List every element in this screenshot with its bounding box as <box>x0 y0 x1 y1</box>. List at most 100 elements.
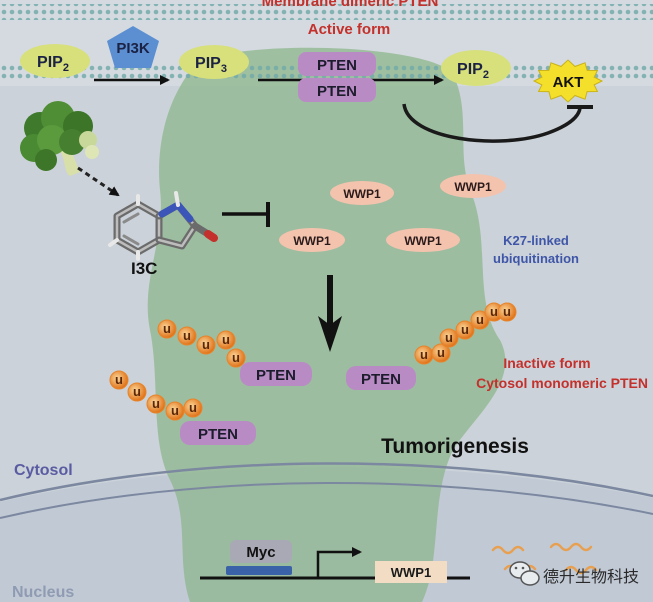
pip3-shape <box>179 45 249 79</box>
pip2-right-label: PIP2 <box>457 61 489 81</box>
active-form-label: Active form <box>308 21 391 38</box>
pten-monomer-label: PTEN <box>361 371 401 388</box>
nuclear-membrane-outer <box>0 462 653 502</box>
wwp1-protein-4: WWP1 <box>386 228 460 252</box>
ubiquitin-label: u <box>171 403 179 418</box>
ubiquitin-label: u <box>490 304 498 319</box>
transcription-start-arrow <box>316 547 362 578</box>
wwp1-label: WWP1 <box>454 180 492 194</box>
wwp1-shape <box>440 174 506 198</box>
pi3k-shape <box>107 26 159 68</box>
ubiquitin-label: u <box>115 372 123 387</box>
ubiquitination-down-arrow <box>318 275 342 352</box>
wwp1-gene: WWP1 <box>375 561 447 583</box>
ubiquitin-label: u <box>461 322 469 337</box>
ubiquitin-bead <box>196 335 216 355</box>
inactive-pten-1: PTEN <box>240 362 312 386</box>
wechat-icon <box>509 561 540 586</box>
ubiquitin-bead <box>455 320 475 340</box>
myc-factor: Myc <box>230 540 292 563</box>
pip2-substrate: PIP2 <box>20 44 90 78</box>
ubiquitin-label: u <box>420 347 428 362</box>
pip2-right-shape <box>441 50 511 86</box>
ubiquitin-label: u <box>503 304 511 319</box>
ubiquitin-bead <box>146 394 166 414</box>
pip3-label: PIP3 <box>195 55 227 75</box>
wwp1-protein-1: WWP1 <box>330 181 394 205</box>
ubiquitin-bead <box>216 330 236 350</box>
pten-dimer-bottom-label: PTEN <box>317 83 357 100</box>
cytosol-monomeric-pten-label: Cytosol monomeric PTEN <box>476 375 648 391</box>
ubiquitin-label: u <box>133 384 141 399</box>
membrane-dimeric-pten-label: Membrane dimeric PTEN <box>262 0 439 10</box>
pten-monomer-label: PTEN <box>256 367 296 384</box>
pip3-product: PIP3 <box>179 45 249 79</box>
wwp1-shape <box>330 181 394 205</box>
wwp1-label: WWP1 <box>293 234 331 248</box>
ubiquitin-bead <box>183 398 203 418</box>
pten-monomer-shape <box>180 421 256 445</box>
pip2-label: PIP2 <box>37 54 69 74</box>
ubiquitination-label: ubiquitination <box>493 251 579 266</box>
akt-kinase: AKT <box>532 59 604 103</box>
pten-monomer-shape <box>346 366 416 390</box>
inactive-pten-3: PTEN <box>180 421 256 445</box>
myc-shape <box>230 540 292 563</box>
pten-dimer: PTEN PTEN <box>298 52 376 102</box>
ubiquitin-bead <box>157 319 177 339</box>
pten-dimer-top-label: PTEN <box>317 57 357 74</box>
nucleus-label: Nucleus <box>12 584 74 601</box>
pten-dimer-bottom <box>298 78 376 102</box>
ubiquitin-label: u <box>202 337 210 352</box>
pip2-shape <box>20 44 90 78</box>
broccoli-icon <box>20 101 99 176</box>
pi3k-enzyme: PI3K <box>107 26 159 68</box>
wwp1-gene-label: WWP1 <box>391 565 431 580</box>
wwp1-shape <box>279 228 345 252</box>
ubiquitin-bead <box>127 382 147 402</box>
pi3k-label: PI3K <box>116 40 150 57</box>
pten-monomer-shape <box>240 362 312 386</box>
pten-monomer-label: PTEN <box>198 426 238 443</box>
pip2-product: PIP2 <box>441 50 511 86</box>
wwp1-protein-2: WWP1 <box>440 174 506 198</box>
wwp1-shape <box>386 228 460 252</box>
ubiquitin-label: u <box>445 330 453 345</box>
ubiquitin-label: u <box>152 396 160 411</box>
wwp1-gene-shape <box>375 561 447 583</box>
tumorigenesis-label: Tumorigenesis <box>381 435 529 458</box>
metabolism-dashed-arrow <box>77 166 120 197</box>
akt-burst-shape <box>532 59 604 103</box>
ubiquitin-bead <box>439 328 459 348</box>
myc-label: Myc <box>246 544 275 561</box>
membrane-outer-leaflet <box>0 4 653 20</box>
ubiquitin-bead <box>431 343 451 363</box>
inactive-pten-2: PTEN <box>346 366 416 390</box>
cytosol-label: Cytosol <box>14 462 73 479</box>
ubiquitin-label: u <box>189 400 197 415</box>
wwp1-label: WWP1 <box>404 234 442 248</box>
i3c-molecule-icon <box>108 191 218 261</box>
ubiquitin-label: u <box>183 328 191 343</box>
watermark-text: 德升生物科技 <box>543 567 639 586</box>
inactive-form-label: Inactive form <box>503 355 590 371</box>
akt-label: AKT <box>553 74 584 91</box>
ubiquitin-label: u <box>222 332 230 347</box>
akt-inhibition-arc <box>402 103 582 143</box>
pten-dimer-top <box>298 52 376 76</box>
ubiquitin-label: u <box>476 312 484 327</box>
ubiquitin-label: u <box>437 345 445 360</box>
nuclear-membrane-inner <box>0 482 653 519</box>
ubiquitin-bead <box>226 348 246 368</box>
k27-linked-label: K27-linked <box>503 233 569 248</box>
wwp1-protein-3: WWP1 <box>279 228 345 252</box>
myc-binding-site <box>226 566 292 575</box>
ubiquitin-bead <box>177 326 197 346</box>
i3c-label: I3C <box>131 259 157 278</box>
wwp1-label: WWP1 <box>343 187 381 201</box>
